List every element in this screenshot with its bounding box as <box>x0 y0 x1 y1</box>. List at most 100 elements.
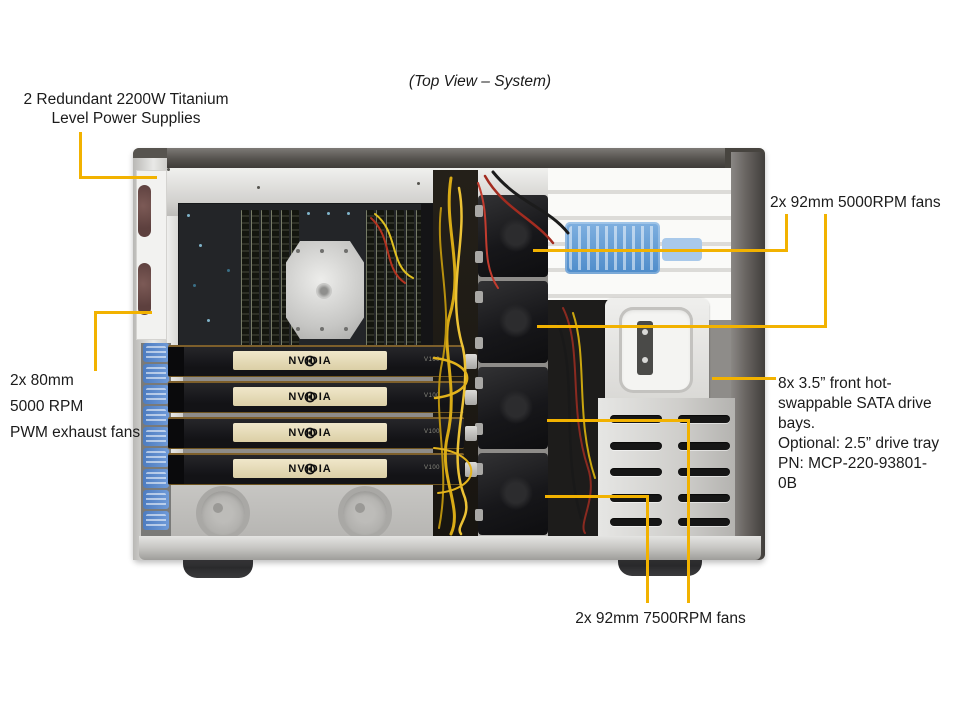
vent-slot <box>678 415 730 423</box>
drive-vent-row <box>610 494 735 502</box>
gpu-retention-clip <box>465 462 477 477</box>
psu-bay <box>136 170 167 340</box>
pcie-clip <box>143 469 169 488</box>
dimm-module <box>376 210 384 346</box>
gpu-retention-clip <box>465 390 477 405</box>
callout-line-fan7500-b-horizontal <box>547 419 690 422</box>
vent-slot <box>610 442 662 450</box>
dimm-module <box>396 210 404 346</box>
callout-line-fan5000-a-vertical <box>785 214 788 252</box>
drive-bays-line1: 8x 3.5” front hot- <box>778 375 892 392</box>
callout-line-fan5000-a-horizontal <box>533 249 788 252</box>
pcie-clip <box>143 448 169 467</box>
gpu-label: NVIDIA <box>233 423 388 442</box>
chassis-front-panel-edge <box>731 152 765 560</box>
callout-line-psu-horizontal <box>79 176 157 179</box>
gpu-brand-text: NVIDIA <box>288 462 332 475</box>
motherboard <box>178 203 465 353</box>
dimm-module <box>386 210 394 346</box>
drive-bays-line3: bays. <box>778 415 816 432</box>
gpu-model-text: V100 <box>423 465 440 471</box>
drive-bays-line4: Optional: 2.5” drive tray <box>778 435 940 452</box>
dimm-module <box>271 210 279 346</box>
pcie-clip-column <box>141 343 171 536</box>
fan-mount-stamp <box>196 486 250 540</box>
fan-column <box>475 195 548 536</box>
gpu-card-4: NVIDIA V100 <box>168 453 477 485</box>
drive-bays-line5: PN: MCP-220-93801- <box>778 455 928 472</box>
nvidia-logo-icon <box>304 355 316 367</box>
exhaust-label-line2: 5000 RPM <box>10 398 84 415</box>
server-chassis-top-view: NVIDIA V100 NVIDIA V100 NVIDIA <box>133 148 765 560</box>
pcie-clip <box>143 364 169 383</box>
dimm-bank-right <box>366 210 424 346</box>
callout-label-fans-5000rpm: 2x 92mm 5000RPM fans <box>770 194 941 211</box>
drive-vent-row <box>610 518 735 526</box>
callout-label-psu: 2 Redundant 2200W Titanium Level Power S… <box>10 90 242 128</box>
gpu-endcap <box>168 347 184 376</box>
vent-slot <box>678 518 730 526</box>
vent-slot <box>610 468 662 476</box>
callout-line-exhaust-vertical <box>94 311 97 371</box>
dimm-module <box>241 210 249 346</box>
blue-drive-rail <box>565 222 702 274</box>
callout-line-fan5000-b-vertical <box>824 214 827 328</box>
cpu-heatsink <box>286 241 364 339</box>
chassis-bottom-rail <box>139 536 761 560</box>
callout-line-fan7500-b-vertical <box>687 419 690 603</box>
cooling-fan-1 <box>475 195 548 277</box>
exhaust-label-line1: 2x 80mm <box>10 372 74 389</box>
psu-label-line2: Level Power Supplies <box>51 110 201 127</box>
bracket-plate <box>605 298 709 408</box>
dimm-module <box>251 210 259 346</box>
psu-handle <box>138 263 151 315</box>
pcie-clip <box>143 343 169 362</box>
gpu-brand-text: NVIDIA <box>288 426 332 439</box>
nvidia-logo-icon <box>304 391 316 403</box>
vent-slot <box>678 494 730 502</box>
callout-line-fan5000-b-horizontal <box>537 325 827 328</box>
callout-label-drive-bays: 8x 3.5” front hot- swappable SATA drive … <box>778 374 956 494</box>
dimm-module <box>261 210 269 346</box>
cooling-fan-3 <box>475 367 548 449</box>
gpu-card-2: NVIDIA V100 <box>168 381 477 413</box>
cooling-fan-4 <box>475 453 548 535</box>
gpu-model-text: V100 <box>423 393 440 399</box>
vent-slot <box>610 494 662 502</box>
bracket-latch <box>637 321 653 375</box>
gpu-brand-text: NVIDIA <box>288 390 332 403</box>
page-title: (Top View – System) <box>408 73 552 90</box>
exhaust-label-line3: PWM exhaust fans <box>10 424 141 441</box>
gpu-label: NVIDIA <box>233 351 388 370</box>
pcie-clip <box>143 406 169 425</box>
dimm-module <box>406 210 414 346</box>
pcie-clip <box>143 427 169 446</box>
gpu-retention-clip <box>465 354 477 369</box>
callout-line-fan7500-a-vertical <box>646 495 649 603</box>
pcie-clip <box>143 490 169 509</box>
drive-vent-row <box>610 442 735 450</box>
callout-line-exhaust-horizontal <box>94 311 152 314</box>
gpu-endcap <box>168 383 184 412</box>
gpu-endcap <box>168 419 184 448</box>
psu-label-line1: 2 Redundant 2200W Titanium <box>23 91 229 108</box>
nvidia-logo-icon <box>304 463 316 475</box>
gpu-label: NVIDIA <box>233 459 388 478</box>
gpu-card-3: NVIDIA V100 <box>168 417 477 449</box>
bracket-plate-cutout <box>619 307 693 393</box>
gpu-model-text: V100 <box>423 429 440 435</box>
callout-line-fan7500-a-horizontal <box>545 495 649 498</box>
psu-handle <box>138 185 151 237</box>
callout-line-drive-bays <box>712 377 776 380</box>
gpu-label: NVIDIA <box>233 387 388 406</box>
callout-label-fans-7500rpm: 2x 92mm 7500RPM fans <box>575 610 746 627</box>
callout-label-exhaust-fans: 2x 80mm 5000 RPM PWM exhaust fans <box>10 368 190 446</box>
nvidia-logo-icon <box>304 427 316 439</box>
vent-slot <box>610 518 662 526</box>
gpu-stack: NVIDIA V100 NVIDIA V100 NVIDIA <box>168 345 477 485</box>
gpu-model-text: V100 <box>423 357 440 363</box>
chassis-rear-band <box>141 148 741 168</box>
dimm-module <box>416 210 424 346</box>
pcie-clip <box>143 511 169 530</box>
